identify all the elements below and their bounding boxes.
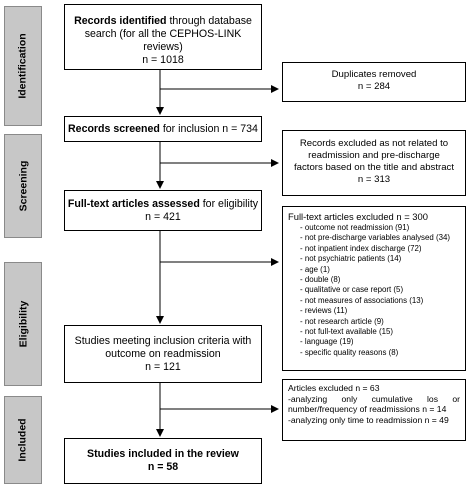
duplicates-removed-count: n = 284 bbox=[357, 81, 391, 92]
list-item: language (19) bbox=[300, 337, 465, 347]
articles-excluded-box: Articles excluded n = 63 -analyzing only… bbox=[282, 379, 466, 441]
records-screened-box: Records screened for inclusion n = 734 bbox=[64, 116, 262, 142]
duplicates-removed-text: Duplicates removed bbox=[331, 69, 417, 80]
stage-identification: Identification bbox=[4, 6, 42, 126]
records-identified-text: Records identified through database sear… bbox=[74, 15, 252, 53]
excluded-screening-count: n = 313 bbox=[357, 174, 391, 185]
fulltext-excluded-list: outcome not readmission (91) not pre-dis… bbox=[288, 223, 465, 358]
articles-excluded-header: Articles excluded n = 63 bbox=[288, 383, 380, 393]
list-item: not psychiatric patients (14) bbox=[300, 254, 465, 264]
list-item: not measures of associations (13) bbox=[300, 296, 465, 306]
fulltext-excluded-header: Full-text articles excluded n = 300 bbox=[288, 211, 428, 222]
fulltext-excluded-box: Full-text articles excluded n = 300 outc… bbox=[282, 206, 466, 371]
stage-eligibility: Eligibility bbox=[4, 262, 42, 386]
studies-meeting-text: Studies meeting inclusion criteria with … bbox=[74, 335, 252, 360]
excluded-screening-text: Records excluded as not related to readm… bbox=[294, 138, 454, 173]
list-item: specific quality reasons (8) bbox=[300, 348, 465, 358]
list-item: not research article (9) bbox=[300, 317, 465, 327]
records-identified-box: Records identified through database sear… bbox=[64, 4, 262, 70]
list-item: not pre-discharge variables analysed (34… bbox=[300, 233, 465, 243]
stage-included: Included bbox=[4, 396, 42, 484]
articles-excluded-reason-1: -analyzing only cumulative los or number… bbox=[288, 393, 460, 415]
studies-meeting-count: n = 121 bbox=[145, 361, 181, 373]
list-item: not full-text available (15) bbox=[300, 327, 465, 337]
stage-screening: Screening bbox=[4, 134, 42, 238]
fulltext-assessed-box: Full-text articles assessed for eligibil… bbox=[64, 190, 262, 231]
fulltext-assessed-text: Full-text articles assessed for eligibil… bbox=[67, 198, 259, 210]
records-identified-count: n = 1018 bbox=[142, 54, 184, 66]
studies-meeting-box: Studies meeting inclusion criteria with … bbox=[64, 325, 262, 383]
list-item: double (8) bbox=[300, 275, 465, 285]
list-item: age (1) bbox=[300, 265, 465, 275]
studies-included-count: n = 58 bbox=[147, 461, 179, 473]
list-item: reviews (11) bbox=[300, 306, 465, 316]
excluded-screening-box: Records excluded as not related to readm… bbox=[282, 130, 466, 196]
list-item: qualitative or case report (5) bbox=[300, 285, 465, 295]
fulltext-assessed-count: n = 421 bbox=[145, 211, 181, 223]
list-item: outcome not readmission (91) bbox=[300, 223, 465, 233]
articles-excluded-reason-2: -analyzing only time to readmission n = … bbox=[288, 414, 449, 425]
list-item: not inpatient index discharge (72) bbox=[300, 244, 465, 254]
studies-included-box: Studies included in the review n = 58 bbox=[64, 438, 262, 484]
duplicates-removed-box: Duplicates removed n = 284 bbox=[282, 62, 466, 102]
studies-included-text: Studies included in the review bbox=[87, 448, 239, 460]
